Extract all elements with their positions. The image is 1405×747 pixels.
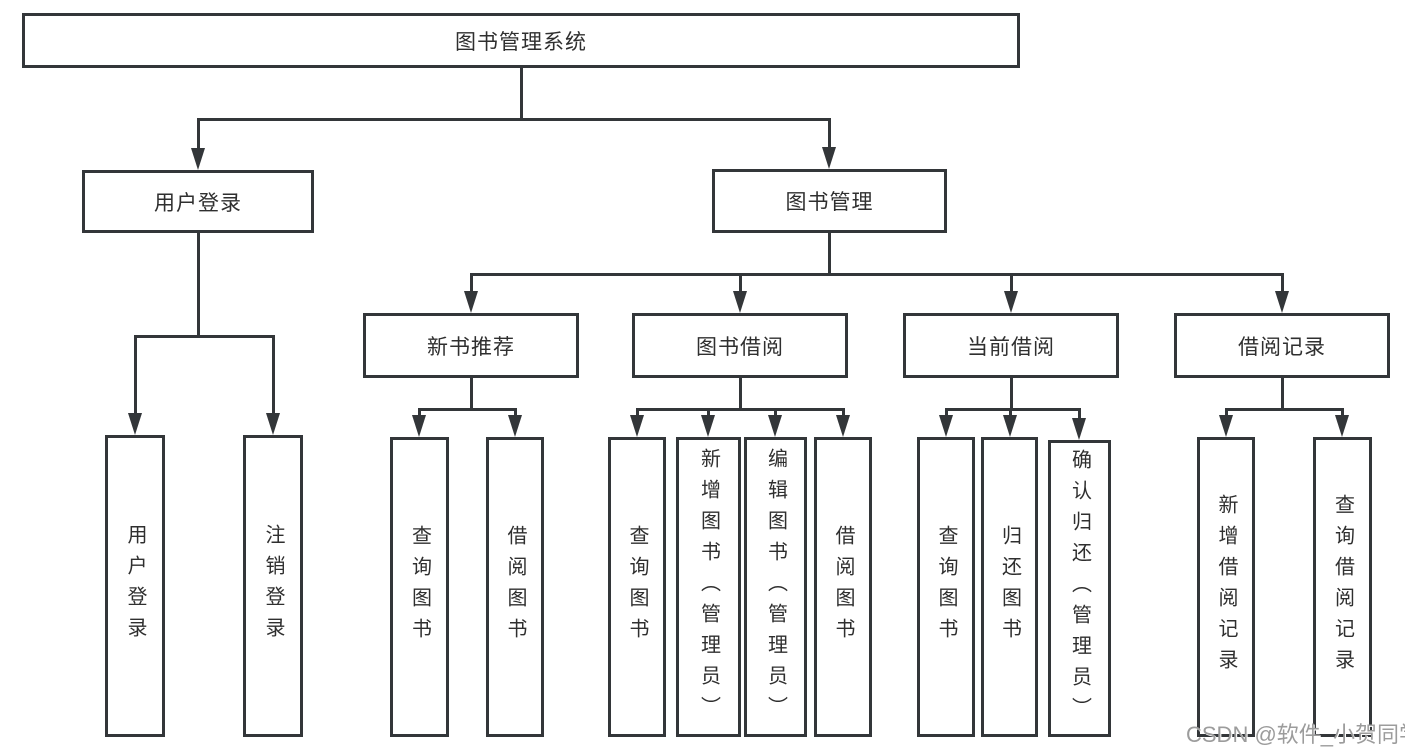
connector-line: [272, 335, 275, 413]
connector-line: [470, 273, 1284, 276]
connector-line: [1010, 378, 1013, 408]
connector-line: [197, 233, 200, 335]
connector-line: [520, 68, 523, 118]
connector-line: [134, 335, 137, 413]
connector-line: [470, 378, 473, 408]
connector-line: [842, 408, 845, 415]
node-return-books: 归还图书: [981, 437, 1038, 737]
connector-line: [1281, 273, 1284, 291]
node-confirm-return-admin: 确认归还（管理员）: [1048, 440, 1111, 737]
node-borrowing-records: 借阅记录: [1174, 313, 1390, 378]
node-current-borrowing: 当前借阅: [903, 313, 1119, 378]
connector-line: [945, 408, 948, 415]
connector-line: [739, 273, 742, 291]
csdn-watermark: CSDN @软件_小贺同学: [1186, 722, 1405, 747]
connector-line: [636, 408, 639, 415]
connector-line: [514, 408, 517, 415]
arrow-down-icon: [701, 415, 715, 437]
arrow-down-icon: [1335, 415, 1349, 437]
connector-line: [197, 118, 830, 121]
arrow-down-icon: [630, 415, 644, 437]
arrow-down-icon: [1275, 291, 1289, 313]
node-user-login: 用户登录: [82, 170, 314, 233]
node-logout: 注销登录: [243, 435, 303, 737]
arrow-down-icon: [836, 415, 850, 437]
arrow-down-icon: [191, 148, 205, 170]
connector-line: [945, 408, 1081, 411]
connector-line: [1225, 408, 1344, 411]
arrow-down-icon: [1219, 415, 1233, 437]
connector-line: [774, 408, 777, 415]
connector-line: [418, 408, 517, 411]
connector-line: [1009, 408, 1012, 415]
node-book-borrowing: 图书借阅: [632, 313, 848, 378]
arrow-down-icon: [128, 413, 142, 435]
arrow-down-icon: [464, 291, 478, 313]
node-query-books-1: 查询图书: [390, 437, 449, 737]
connector-line: [1225, 408, 1228, 415]
connector-line: [1341, 408, 1344, 415]
connector-line: [1078, 408, 1081, 418]
node-new-book-recommendation: 新书推荐: [363, 313, 579, 378]
arrow-down-icon: [266, 413, 280, 435]
node-query-borrow-record: 查询借阅记录: [1313, 437, 1372, 737]
connector-line: [739, 378, 742, 408]
arrow-down-icon: [768, 415, 782, 437]
arrow-down-icon: [939, 415, 953, 437]
node-query-books-2: 查询图书: [608, 437, 666, 737]
node-query-books-3: 查询图书: [917, 437, 975, 737]
node-add-books-admin: 新增图书（管理员）: [676, 437, 741, 737]
connector-line: [470, 273, 473, 291]
connector-line: [197, 118, 200, 148]
arrow-down-icon: [733, 291, 747, 313]
node-user-login-leaf: 用户登录: [105, 435, 165, 737]
connector-line: [828, 233, 831, 273]
node-edit-books-admin: 编辑图书（管理员）: [744, 437, 807, 737]
node-add-borrow-record: 新增借阅记录: [1197, 437, 1255, 737]
node-book-management: 图书管理: [712, 169, 947, 233]
arrow-down-icon: [412, 415, 426, 437]
node-library-management-system: 图书管理系统: [22, 13, 1020, 68]
connector-line: [636, 408, 844, 411]
arrow-down-icon: [822, 147, 836, 169]
connector-line: [1010, 273, 1013, 291]
connector-line: [418, 408, 421, 415]
connector-line: [1281, 378, 1284, 408]
connector-line: [134, 335, 275, 338]
arrow-down-icon: [1003, 415, 1017, 437]
node-borrow-books-2: 借阅图书: [814, 437, 872, 737]
connector-line: [707, 408, 710, 415]
arrow-down-icon: [508, 415, 522, 437]
arrow-down-icon: [1004, 291, 1018, 313]
arrow-down-icon: [1072, 418, 1086, 440]
connector-line: [828, 118, 831, 147]
node-borrow-books-1: 借阅图书: [486, 437, 544, 737]
